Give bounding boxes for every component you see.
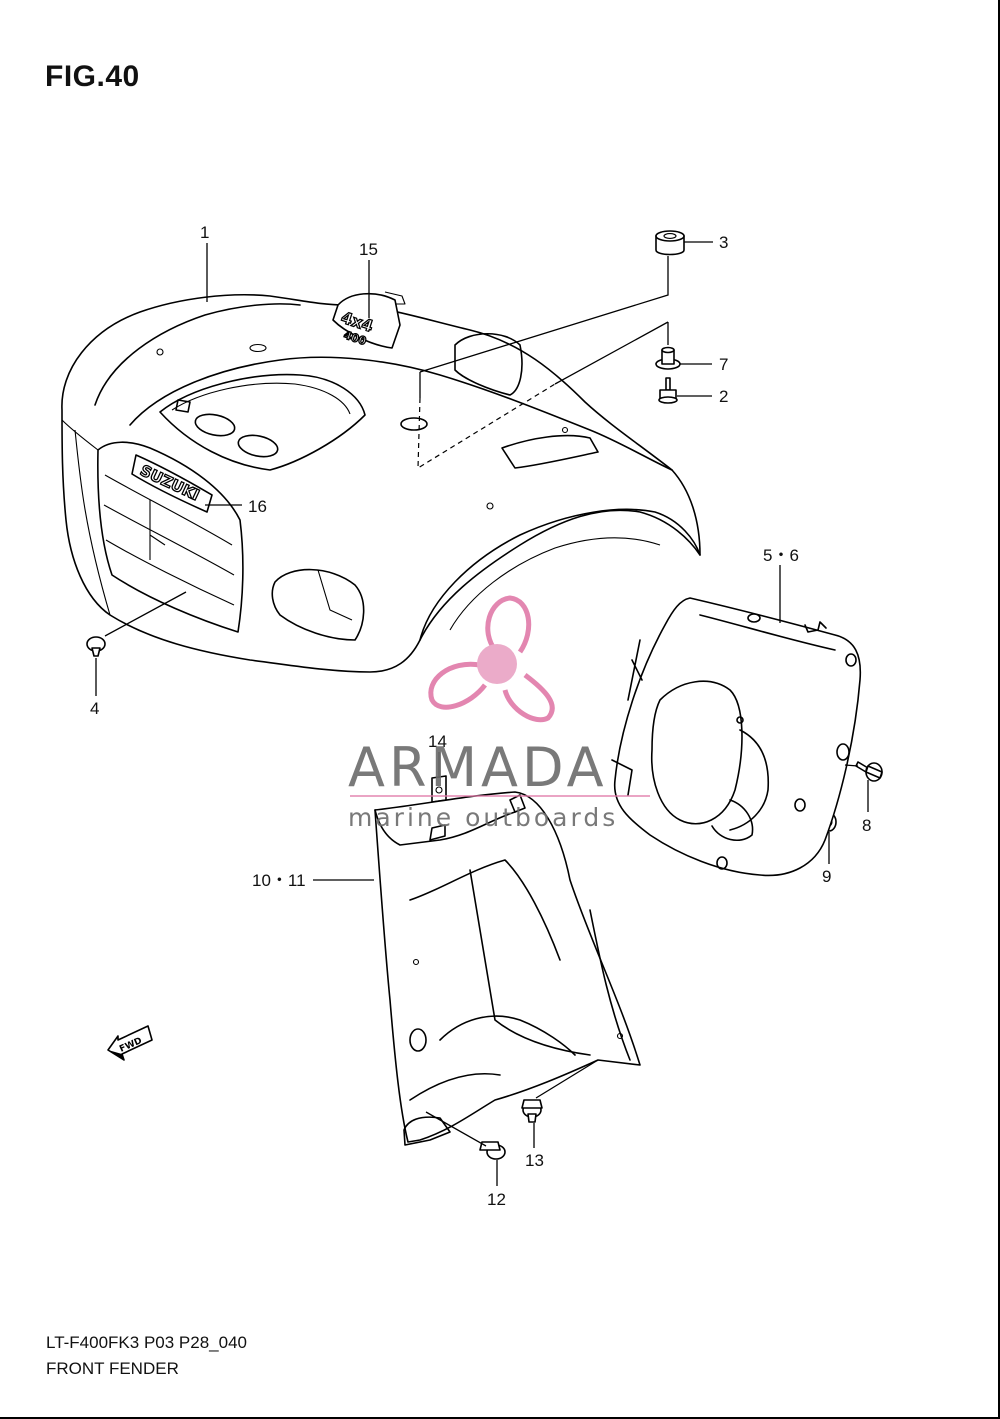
callout-3: 3: [719, 233, 728, 252]
forward-direction-arrow: FWD: [107, 1025, 153, 1061]
propeller-icon: [428, 595, 555, 723]
watermark-brand: ARMADA: [348, 736, 608, 799]
callout-16: 16: [248, 497, 267, 516]
section-name: FRONT FENDER: [46, 1359, 179, 1378]
callout-labels: 1 15 3 7 2 16 4 5・6 14 8 9 10・11 13 12: [90, 223, 871, 1209]
four-by-four-badge: 4x4 400: [332, 291, 406, 349]
figure-title: FIG.40: [45, 60, 140, 93]
front-fender-body: 400: [61, 291, 701, 673]
model-code: LT-F400FK3 P03 P28_040: [46, 1333, 247, 1352]
callout-8: 8: [862, 816, 871, 835]
part-5-6-mudguard: [611, 597, 862, 877]
callout-10-11: 10・11: [252, 871, 306, 890]
callout-9: 9: [822, 867, 831, 886]
part-7-collar: [655, 346, 681, 370]
callout-13: 13: [525, 1151, 544, 1170]
watermark-tagline: marine outboards: [348, 803, 618, 832]
callout-4: 4: [90, 699, 99, 718]
callout-7: 7: [719, 355, 728, 374]
part-8-rivet: [855, 761, 883, 782]
armada-watermark: ARMADA marine outboards: [348, 595, 650, 832]
part-12-rivet: [479, 1141, 506, 1160]
part-10-11-inner-fender: [374, 791, 641, 1146]
callout-15: 15: [359, 240, 378, 259]
hood-400-mark: 400: [175, 399, 279, 458]
callout-12: 12: [487, 1190, 506, 1209]
part-4-screw: [86, 636, 106, 657]
callout-1: 1: [200, 223, 209, 242]
assembly-guide-lines: [104, 256, 859, 1147]
callout-5-6: 5・6: [763, 546, 799, 565]
callout-14: 14: [428, 732, 447, 751]
callout-leaders: [95, 241, 869, 1186]
part-2-bolt: [658, 377, 678, 404]
part-3-grommet: [655, 230, 685, 256]
callout-2: 2: [719, 387, 728, 406]
part-13-rivet: [521, 1099, 543, 1123]
